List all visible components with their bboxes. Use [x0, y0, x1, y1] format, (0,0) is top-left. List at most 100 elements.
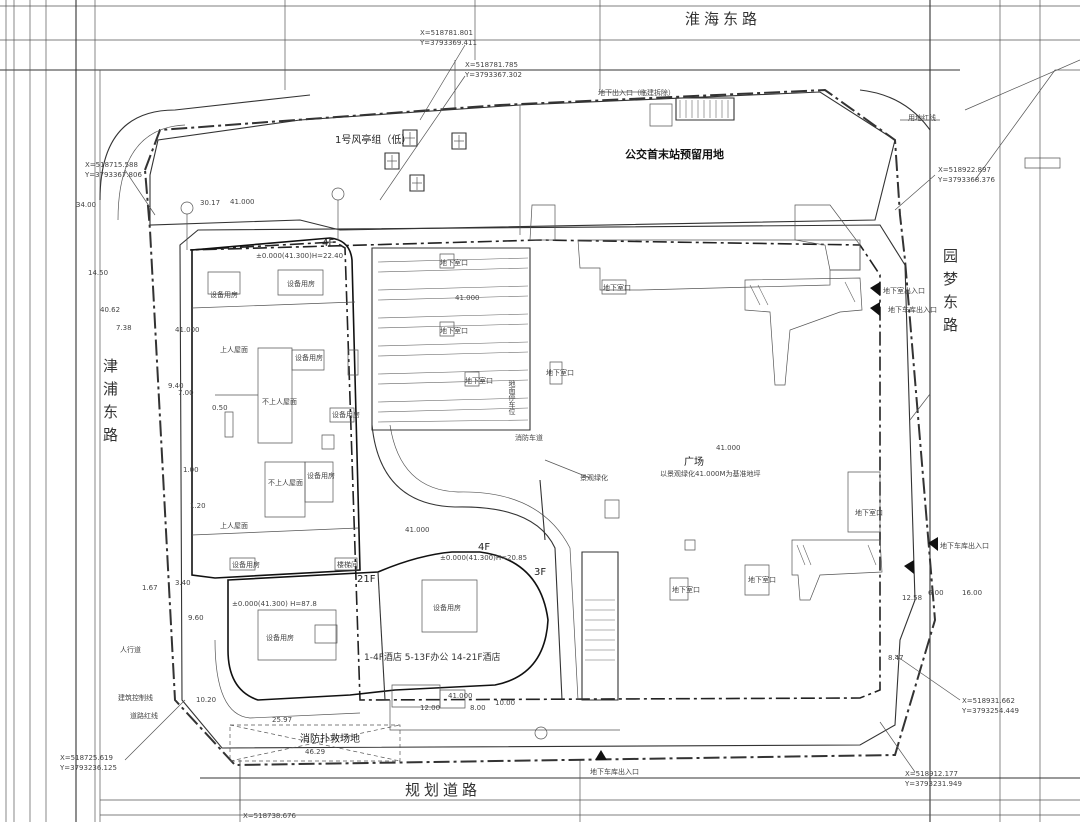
north-podium-building	[192, 238, 360, 578]
parking-entry-3: 地下室口	[465, 376, 493, 385]
south-podium-elevation: ±0.000(41.300)H=20.85	[440, 554, 527, 562]
north-podium-floors: 4F	[322, 238, 334, 249]
coord-4-x: X=518922.897	[938, 166, 991, 174]
coord-4-y: Y=3793368.376	[937, 176, 995, 184]
elev-41000-b: 41.000	[455, 294, 480, 302]
parking-area	[372, 248, 530, 430]
landscape-label: 景观绿化	[580, 473, 608, 482]
axis-markers	[181, 188, 547, 739]
building-line-label: 建筑控制线	[118, 693, 153, 702]
dim-2: 14.50	[88, 269, 108, 277]
coord-2-x: X=518781.785	[465, 61, 518, 69]
wind-pavilion-label: 1号风亭组（低）	[335, 133, 411, 146]
road-name-south: 规划道路	[405, 781, 481, 799]
coord-6-y: Y=3793236.125	[59, 764, 117, 772]
north-room-8: 设备用房	[307, 471, 335, 480]
parking-entry-4: 地下室口	[546, 368, 574, 377]
road-name-east: 园梦东路	[941, 248, 959, 340]
road-edge-label: 道路红线	[130, 711, 158, 720]
coord-3-x: X=518715.588	[85, 161, 138, 169]
north-room-6: 设备用房	[332, 410, 360, 419]
dim-14: 25.97	[272, 716, 292, 724]
north-room-3: 上人屋面	[220, 345, 248, 354]
plaza-note: 以景观绿化41.000M为基准地坪	[660, 469, 761, 478]
redline-label: 用地红线	[908, 113, 936, 122]
bus-terminal-area	[150, 92, 895, 235]
coord-2-y: Y=3793367.302	[464, 71, 522, 79]
entrance-label-4: 地下车库出入口	[940, 541, 989, 550]
south-podium-room: 设备用房	[433, 603, 461, 612]
south-podium-floors-2: 3F	[534, 567, 546, 578]
leader-lines	[125, 45, 960, 810]
building-control-line	[180, 225, 915, 748]
land-redline	[145, 90, 935, 765]
dim-16: 12.00	[420, 704, 440, 712]
dim-10: 1.67	[142, 584, 158, 592]
tower-elevation: ±0.000(41.300) H=87.8	[232, 600, 317, 608]
dim-13: 10.20	[196, 696, 216, 704]
central-drive	[372, 425, 578, 700]
dim-15: 46.29	[305, 748, 325, 756]
north-room-5: 设备用房	[295, 353, 323, 362]
dim-19: 12.58	[902, 594, 922, 602]
entrance-label-5: 地下车库出入口	[590, 767, 639, 776]
tower-floors-label: 21F	[357, 574, 376, 585]
plaza-elements	[230, 205, 882, 761]
tower-program: 1-4F酒店 5-13F办公 14-21F酒店	[364, 651, 501, 663]
coord-8-x: X=518738.676	[243, 812, 297, 820]
north-room-9: 上人屋面	[220, 521, 248, 530]
dim-7: 0.50	[212, 404, 228, 412]
north-room-7: 不上人屋面	[268, 478, 303, 487]
fire-lane-label: 消防车道	[515, 433, 543, 442]
north-podium-elevation: ±0.000(41.300)H=22.40	[256, 252, 343, 260]
north-room-10: 设备用房	[232, 560, 260, 569]
plaza-label: 广场	[684, 455, 704, 468]
coord-1-x: X=518781.801	[420, 29, 473, 37]
road-name-west: 津浦东路	[101, 358, 119, 450]
sidewalk-label: 人行道	[120, 645, 141, 654]
elev-41000-f: 41.000	[175, 326, 200, 334]
dim-3: 40.62	[100, 306, 120, 314]
road-name-north: 淮海东路	[685, 10, 761, 28]
elev-41000-a: 41.000	[230, 198, 255, 206]
north-room-4: 不上人屋面	[262, 397, 297, 406]
dim-21: 16.00	[962, 589, 982, 597]
elev-41000-e: 41.000	[448, 692, 473, 700]
coord-3-y: Y=3793367.806	[84, 171, 142, 179]
dim-11: 3.40	[175, 579, 191, 587]
parking-label: 地面停车位	[508, 379, 516, 415]
north-room-2: 设备用房	[287, 279, 315, 288]
parking-entry-7: 地下室口	[748, 575, 776, 584]
parking-entry-2: 地下室口	[440, 326, 468, 335]
entrance-label-3: 地下车库出入口	[888, 305, 937, 314]
coord-5-x: X=518931.662	[962, 697, 1015, 705]
dim-22: 8.47	[888, 654, 904, 662]
parking-entry-5: 地下室口	[603, 283, 631, 292]
dim-0: 34.00	[76, 201, 96, 209]
north-room-11: 楼梯间	[337, 560, 358, 569]
bus-terminal-label: 公交首末站预留用地	[625, 147, 724, 161]
parking-entry-1: 地下室口	[440, 258, 468, 267]
dim-18: 10.00	[495, 699, 515, 707]
north-room-1: 设备用房	[210, 290, 238, 299]
elev-41000-d: 41.000	[405, 526, 430, 534]
parking-entry-8: 地下室口	[855, 508, 883, 517]
tower-and-south-podium	[215, 552, 620, 730]
south-podium-floors: 4F	[478, 542, 490, 553]
dim-8: 1.00	[183, 466, 199, 474]
dim-6: 7.00	[178, 389, 194, 397]
entrance-markers	[595, 282, 938, 760]
entrance-label-2: 地下室出入口	[883, 286, 925, 295]
coord-7-y: Y=3793231.949	[904, 780, 962, 788]
dim-1: 30.17	[200, 199, 220, 207]
dim-12: 9.60	[188, 614, 204, 622]
coord-1-y: Y=3793369.411	[419, 39, 477, 47]
entrance-label-1: 地下出入口（临建拆除）	[598, 88, 675, 97]
dim-4: 7.38	[116, 324, 132, 332]
coord-7-x: X=518912.177	[905, 770, 958, 778]
dim-20: 6.00	[928, 589, 944, 597]
elev-41000-c: 41.000	[716, 444, 741, 452]
coord-5-y: Y=3793254.449	[961, 707, 1019, 715]
